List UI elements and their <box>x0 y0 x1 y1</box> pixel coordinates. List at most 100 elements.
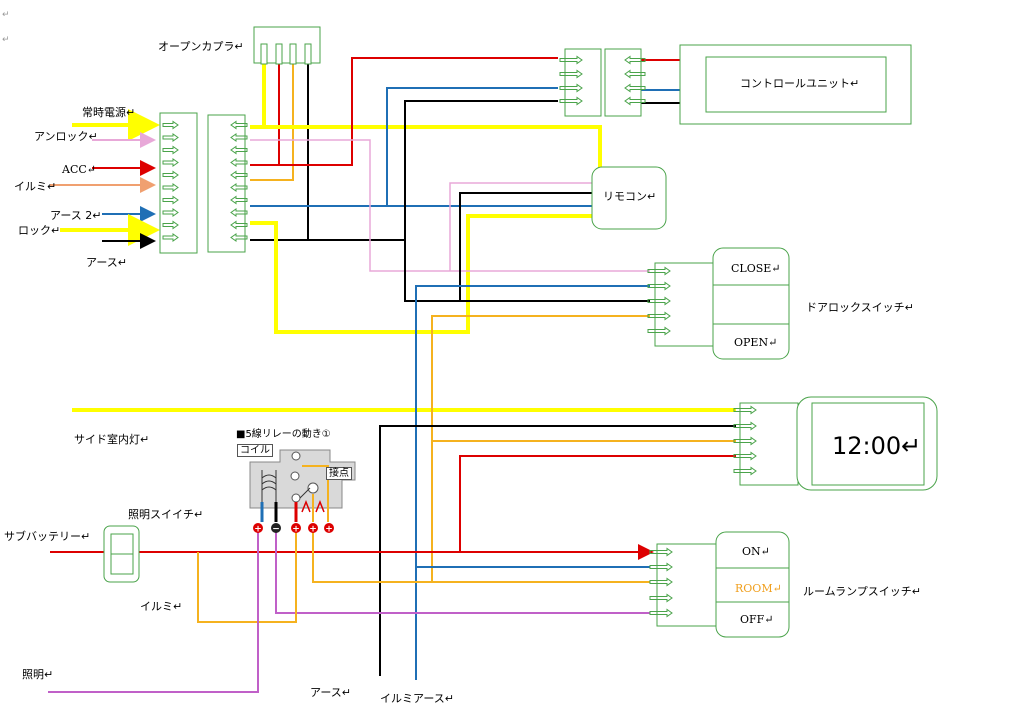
control-unit-inner <box>705 56 887 113</box>
relay-terminal-icon <box>271 523 281 533</box>
label-illumi-earth: イルミアース↵ <box>380 692 455 705</box>
pin-arrow-icon <box>162 195 179 205</box>
room-lamp-connector <box>656 543 718 627</box>
pin-arrow-icon <box>162 120 179 130</box>
pin-arrow-icon <box>733 451 757 461</box>
paragraph-mark: ↵ <box>2 35 10 45</box>
pin-arrow-icon <box>733 466 757 476</box>
pin-arrow-icon <box>559 55 583 65</box>
relay-terminal-icon <box>291 523 301 533</box>
pin-arrow-icon <box>230 208 248 217</box>
pin-arrow-icon <box>162 158 179 167</box>
label-open-coupler: オープンカプラ↵ <box>158 40 244 53</box>
control-unit-label: コントロールユニット↵ <box>740 77 860 90</box>
door-lock-switch-body <box>712 247 790 360</box>
pin-arrow-icon <box>230 133 248 142</box>
pin-arrow-icon <box>230 220 248 230</box>
pin-arrow-icon <box>230 233 248 242</box>
pin-arrow-icon <box>162 133 179 142</box>
label-illumi-bottom: イルミ↵ <box>140 600 183 613</box>
pin-arrow-icon <box>647 266 671 276</box>
pin-arrow-icon <box>733 436 757 446</box>
door-lock-open-label: OPEN↵ <box>734 336 778 349</box>
remocon-box <box>591 166 667 230</box>
room-lamp-switch-body <box>715 531 790 638</box>
relay-diagram: +−+++ <box>249 449 356 535</box>
wire-orange-room <box>312 530 650 583</box>
open-coupler-pins <box>260 43 312 65</box>
label-constant-power: 常時電源↵ <box>82 106 136 119</box>
wire-black-control <box>308 100 558 241</box>
wire-purple-room <box>275 530 650 614</box>
paragraph-mark: ↵ <box>2 10 10 20</box>
pin-arrow-icon <box>647 311 671 321</box>
pin-arrow-icon <box>162 183 179 192</box>
label-lock: ロック↵ <box>18 224 61 237</box>
room-lamp-switch-label: ルームランプスイッチ↵ <box>803 585 922 598</box>
room-lamp-on-label: ON↵ <box>742 545 770 558</box>
relay-terminal-symbol: − <box>272 525 280 535</box>
label-unlock: アンロック↵ <box>34 130 98 143</box>
pin-arrow-icon <box>647 281 671 291</box>
pin-arrow-icon <box>624 69 646 79</box>
relay-terminal-icon <box>253 523 263 533</box>
clock-screen <box>811 402 925 486</box>
label-sub-battery: サブバッテリー↵ <box>4 530 91 543</box>
label-light-switch: 照明スイイチ↵ <box>128 508 204 521</box>
wire-orange-illumi <box>197 530 297 623</box>
pin-arrow-icon <box>647 326 671 336</box>
wire-pink-door <box>250 139 650 272</box>
pin-arrow-icon <box>733 405 757 415</box>
relay-title: ■5線リレーの動き① <box>236 429 331 440</box>
pin-arrow-icon <box>649 562 673 572</box>
input-connector-left <box>159 112 198 254</box>
door-lock-connector <box>654 262 714 347</box>
wire-blue-control <box>250 87 558 207</box>
wire-black-door <box>404 240 650 302</box>
wires <box>48 57 736 693</box>
pin-arrow-icon <box>230 195 248 205</box>
pin-arrow-icon <box>162 220 179 230</box>
label-acc: ACC↵ <box>62 163 96 176</box>
pin-arrow-icon <box>559 83 583 93</box>
pin-arrow-icon <box>230 158 248 167</box>
pin-arrow-icon <box>162 145 179 155</box>
wire-red-clock <box>459 455 736 552</box>
pin-arrow-icon <box>162 170 179 180</box>
pin-arrow-icon <box>733 421 757 431</box>
wire-yellow-lock <box>250 214 592 334</box>
relay-terminal-symbol: + <box>292 525 300 535</box>
wire-black-clock <box>379 425 736 676</box>
relay-contact-label: 接点 <box>326 467 352 480</box>
pin-arrow-icon <box>230 145 248 155</box>
pin-arrow-icon <box>624 55 646 65</box>
label-illumi-in: イルミ↵ <box>14 180 57 193</box>
pin-arrow-icon <box>649 577 673 587</box>
pin-arrow-icon <box>559 96 583 106</box>
pin-arrow-icon <box>649 593 673 603</box>
pin-arrow-icon <box>230 120 248 130</box>
clock-connector <box>739 402 799 486</box>
label-earth-in: アース↵ <box>86 256 128 269</box>
pin-arrow-icon <box>649 547 673 557</box>
control-connector-a <box>564 48 602 117</box>
relay-coil-label: コイル <box>237 444 273 457</box>
wire-orange-door <box>431 315 650 582</box>
label-earth-bottom: アース↵ <box>310 686 352 699</box>
pin-arrow-icon <box>162 233 179 242</box>
clock-display: 12:00↵ <box>832 432 922 460</box>
pin-arrow-icon <box>647 296 671 306</box>
room-lamp-room-label: ROOM↵ <box>735 582 782 595</box>
relay-coil-icon <box>261 470 277 502</box>
relay-terminal-symbol: + <box>254 525 262 535</box>
remocon-label: リモコン↵ <box>603 190 657 203</box>
relay-terminal-symbol: + <box>325 525 333 535</box>
pin-arrow-icon <box>649 608 673 618</box>
room-lamp-off-label: OFF↵ <box>740 613 774 626</box>
relay-terminal-icon <box>308 523 318 533</box>
pin-arrow-icon <box>624 83 646 93</box>
door-lock-switch-label: ドアロックスイッチ↵ <box>806 301 914 314</box>
wire-red-control <box>250 57 558 166</box>
label-earth2: アース 2↵ <box>50 209 102 222</box>
